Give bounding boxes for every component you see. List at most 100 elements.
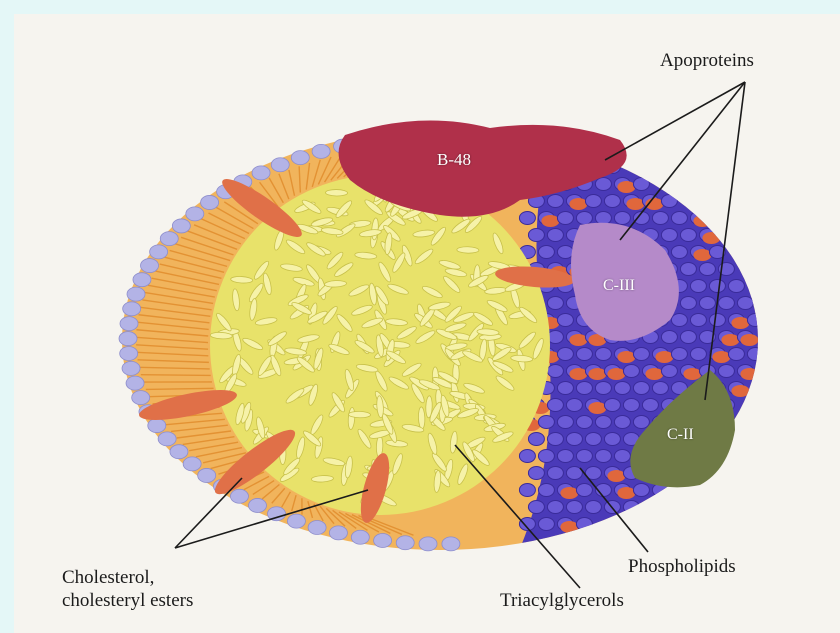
surface-dot (595, 450, 611, 463)
surface-bump (588, 402, 606, 414)
surface-bump (560, 487, 578, 499)
surface-dot (566, 433, 582, 446)
phospholipid-head (123, 302, 141, 316)
surface-dot (699, 297, 715, 310)
surface-dot (595, 178, 611, 191)
surface-dot (652, 382, 668, 395)
surface-bump (607, 470, 625, 482)
surface-dot (661, 331, 677, 344)
phospholipid-head (120, 347, 138, 361)
phospholipid-head (160, 232, 178, 246)
surface-dot (557, 450, 573, 463)
surface-dot (680, 263, 696, 276)
surface-dot (623, 399, 639, 412)
surface-dot (737, 297, 753, 310)
apoproteins-label: Apoproteins (660, 50, 754, 72)
surface-dot (557, 416, 573, 429)
surface-dot (661, 229, 677, 242)
phospholipid-head (419, 537, 437, 551)
surface-dot (547, 365, 563, 378)
surface-bump (607, 368, 625, 380)
surface-bump (617, 487, 635, 499)
surface-bump (721, 334, 739, 346)
phospholipid-head (119, 332, 137, 346)
surface-dot (623, 365, 639, 378)
surface-bump (617, 181, 635, 193)
surface-dot (604, 433, 620, 446)
phospholipid-head (126, 376, 144, 390)
phospholipid-head (442, 537, 460, 551)
surface-dot (614, 416, 630, 429)
cholesterol-label-line2: cholesteryl esters (62, 589, 193, 612)
phospholipid-head (329, 526, 347, 540)
surface-dot (557, 246, 573, 259)
surface-dot (576, 416, 592, 429)
surface-bump (731, 385, 749, 397)
surface-dot (528, 467, 544, 480)
triacylglycerols-label: Triacylglycerols (500, 590, 624, 612)
phospholipid-head (248, 498, 266, 512)
surface-bump (569, 334, 587, 346)
surface-dot (709, 314, 725, 327)
surface-dot (557, 348, 573, 361)
phospholipids-label: Phospholipids (628, 556, 736, 578)
phospholipid-head (132, 391, 150, 405)
surface-dot (671, 212, 687, 225)
surface-dot (680, 297, 696, 310)
c2-label: C-II (667, 426, 694, 444)
surface-dot (690, 314, 706, 327)
surface-bump (560, 521, 578, 533)
surface-bump (693, 249, 711, 261)
surface-dot (633, 178, 649, 191)
phospholipid-head (141, 259, 159, 273)
phospholipid-head (186, 207, 204, 221)
surface-dot (576, 348, 592, 361)
surface-dot (547, 399, 563, 412)
surface-dot (595, 416, 611, 429)
surface-dot (519, 484, 535, 497)
phospholipid-head (198, 468, 216, 482)
surface-dot (547, 297, 563, 310)
phospholipid-head (120, 317, 138, 331)
surface-dot (718, 297, 734, 310)
phospholipid-head (148, 419, 166, 433)
surface-dot (528, 433, 544, 446)
phospholipid-head (396, 536, 414, 550)
surface-dot (595, 348, 611, 361)
phospholipid-head (158, 432, 176, 446)
surface-dot (690, 280, 706, 293)
surface-dot (614, 382, 630, 395)
phospholipid-head (308, 521, 326, 535)
surface-dot (633, 484, 649, 497)
surface-dot (718, 365, 734, 378)
surface-dot (671, 246, 687, 259)
surface-dot (728, 348, 744, 361)
surface-dot (680, 229, 696, 242)
surface-dot (557, 382, 573, 395)
surface-dot (547, 467, 563, 480)
surface-dot (519, 450, 535, 463)
cholesterol-label-line1: Cholesterol, (62, 566, 193, 589)
surface-bump (655, 351, 673, 363)
surface-bump (731, 317, 749, 329)
surface-dot (709, 280, 725, 293)
surface-dot (538, 450, 554, 463)
surface-dot (547, 433, 563, 446)
surface-dot (633, 416, 649, 429)
surface-bump (645, 368, 663, 380)
surface-dot (652, 212, 668, 225)
phospholipid-head (170, 445, 188, 459)
surface-dot (557, 314, 573, 327)
phospholipid-head (133, 273, 151, 287)
surface-dot (671, 314, 687, 327)
surface-dot (538, 484, 554, 497)
phospholipid-head (172, 219, 190, 233)
phospholipid-head (150, 245, 168, 259)
phospholipid-head (271, 158, 289, 172)
surface-dot (538, 518, 554, 531)
surface-dot (547, 501, 563, 514)
surface-dot (585, 501, 601, 514)
surface-dot (528, 501, 544, 514)
